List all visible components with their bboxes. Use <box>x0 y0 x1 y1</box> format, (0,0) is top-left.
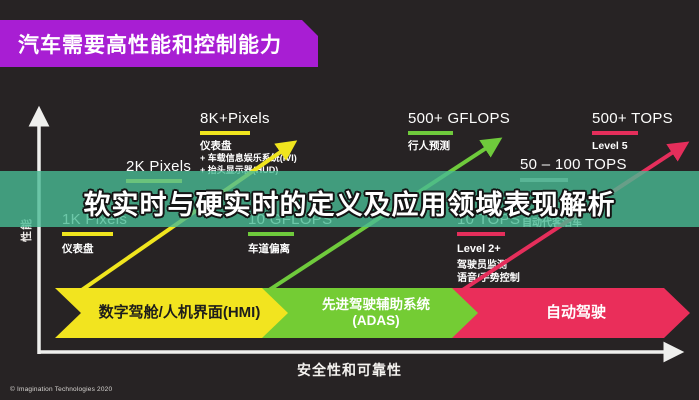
x-axis-label: 安全性和可靠性 <box>297 362 402 378</box>
spec-500-tops: 500+ TOPS Level 5 <box>592 110 673 153</box>
spec-2k-label: 2K Pixels <box>126 158 192 175</box>
spec-10-tops-underline <box>457 232 505 236</box>
spec-10-tops-item-1: Level 2+ <box>457 243 501 255</box>
spec-1k-underline <box>62 232 113 236</box>
chevron-autonomous: 自动驾驶 <box>452 288 690 338</box>
spec-500-gflops-label: 500+ GFLOPS <box>408 110 511 127</box>
spec-8k-item-3: + 抬头显示器(HUD) <box>200 164 279 175</box>
spec-8k-underline <box>200 131 250 135</box>
slide-title: 汽车需要高性能和控制能力 <box>18 33 282 57</box>
spec-8k-label: 8K+Pixels <box>200 110 270 127</box>
chevron-hmi-label: 数字驾舱/人机界面(HMI) <box>98 304 261 321</box>
chevron-adas-label-line1: 先进驾驶辅助系统 <box>322 297 430 312</box>
headline-text: 软实时与硬实时的定义及应用领域表现解析 <box>83 190 616 220</box>
spec-10-tops-item-2: 驾驶员监测 <box>457 260 507 271</box>
spec-10-tops-item-3: 语音/手势控制 <box>457 273 520 284</box>
spec-500-tops-underline <box>592 131 638 135</box>
spec-10-gflops-underline <box>248 232 294 236</box>
copyright-text: © Imagination Technologies 2020 <box>10 386 113 393</box>
chevron-hmi: 数字驾舱/人机界面(HMI) <box>55 288 290 338</box>
chevron-adas-label-line2: (ADAS) <box>352 313 400 328</box>
spec-8k-item-1: 仪表盘 <box>200 140 232 152</box>
spec-500-gflops-item: 行人预测 <box>408 140 450 152</box>
chevron-autonomous-label: 自动驾驶 <box>545 304 606 321</box>
spec-10-gflops-item: 车道偏离 <box>248 243 290 255</box>
headline-overlay <box>0 171 699 227</box>
title-banner: 汽车需要高性能和控制能力 <box>0 20 318 67</box>
spec-500-gflops-underline <box>408 131 453 135</box>
chevron-adas: 先进驾驶辅助系统 (ADAS) <box>262 288 480 338</box>
spec-500-gflops: 500+ GFLOPS 行人预测 <box>408 110 510 153</box>
spec-1k-item: 仪表盘 <box>62 243 94 255</box>
spec-500-tops-label: 500+ TOPS <box>592 110 673 127</box>
spec-8k-pixels: 8K+Pixels 仪表盘 + 车载信息娱乐系统(IVI) + 抬头显示器(HU… <box>200 110 297 176</box>
spec-8k-item-2: + 车载信息娱乐系统(IVI) <box>200 153 297 163</box>
spec-500-tops-item: Level 5 <box>592 140 628 152</box>
spec-50-100-tops-label: 50 – 100 TOPS <box>520 156 627 173</box>
